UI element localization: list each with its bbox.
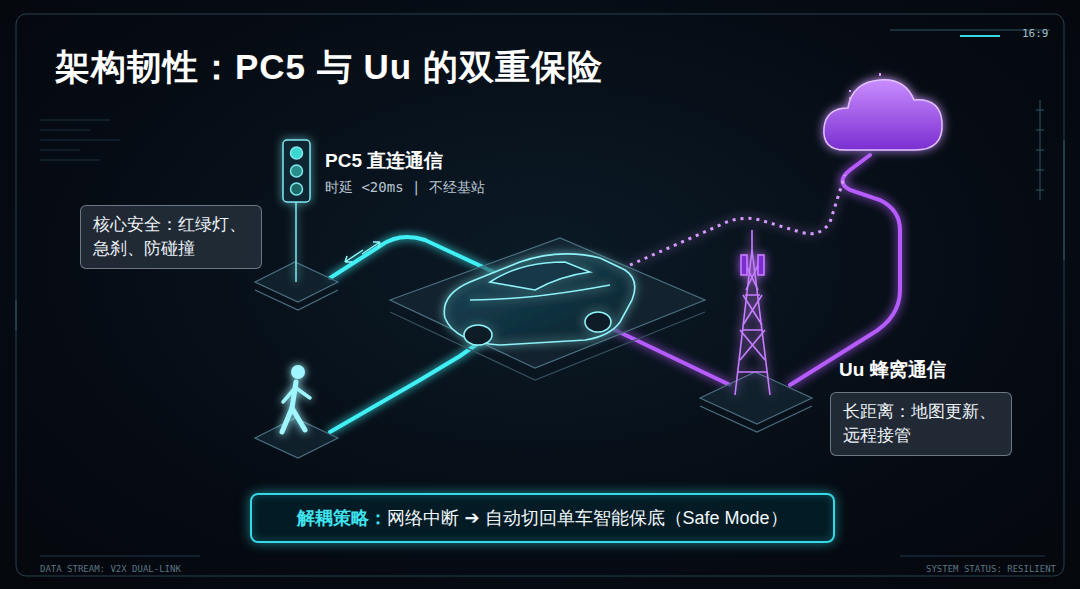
pc5-links — [330, 237, 500, 432]
uu-callout: Uu 蜂窝通信长距离：地图更新、远程接管 — [830, 392, 1012, 456]
safety-callout: 核心安全：红绿灯、急刹、防碰撞 — [80, 205, 262, 269]
platforms — [255, 238, 812, 458]
car — [444, 254, 634, 345]
node-text: 解耦策略： — [297, 506, 387, 530]
link-spec: 时延 <20ms | 不经基站 — [325, 179, 485, 197]
strategy-bar: 解耦策略：网络中断 ➔ 自动切回单车智能保底（Safe Mode） — [250, 493, 835, 543]
uu-dotted — [630, 70, 880, 265]
status-label: SYSTEM STATUS: RESILIENT — [926, 564, 1056, 574]
aspect-label: 16:9 — [1022, 27, 1049, 40]
frame — [16, 14, 1064, 576]
node-text: 长距离：地图更新、远程接管 — [843, 400, 999, 448]
pc5-arrows — [345, 242, 380, 262]
side-gauge — [1036, 100, 1044, 200]
uu-links — [615, 155, 900, 385]
cloud — [824, 80, 942, 150]
title: 架构韧性：PC5 与 Uu 的双重保险 — [55, 44, 603, 91]
pedestrian — [282, 365, 310, 432]
footer-label: DATA STREAM: V2X DUAL-LINK — [40, 564, 181, 574]
node-text: 网络中断 ➔ 自动切回单车智能保底（Safe Mode） — [387, 506, 787, 530]
node-text: 核心安全：红绿灯、急刹、防碰撞 — [93, 213, 249, 261]
node-heading: Uu 蜂窝通信 — [839, 357, 946, 384]
link-heading: PC5 直连通信 — [325, 148, 443, 174]
traffic-light — [283, 140, 310, 282]
cell-tower — [735, 230, 770, 395]
